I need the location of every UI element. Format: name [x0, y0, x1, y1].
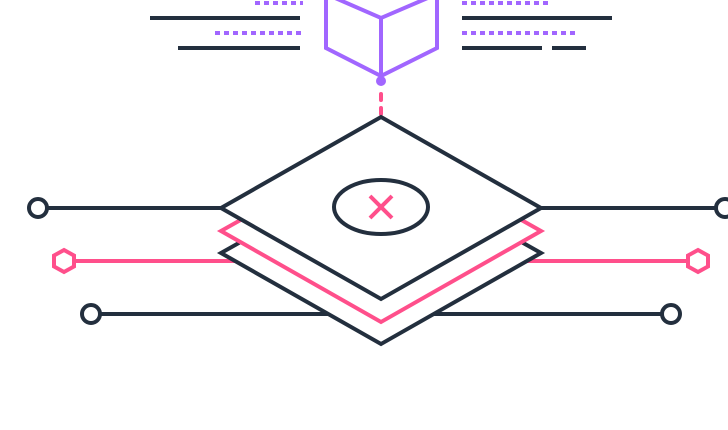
bottom-left-node: [82, 305, 100, 323]
platform-stack: [221, 117, 541, 344]
top-left-lines: [150, 3, 303, 48]
cube-icon: [326, 0, 437, 76]
cube-anchor-dot: [376, 76, 386, 86]
top-right-node: [716, 199, 728, 217]
pink-right-hex-node: [688, 250, 708, 272]
bottom-right-node: [662, 305, 680, 323]
pink-left-hex-node: [54, 250, 74, 272]
top-left-node: [29, 199, 47, 217]
cube-top-edge: [326, 0, 437, 18]
top-right-lines: [462, 3, 612, 48]
